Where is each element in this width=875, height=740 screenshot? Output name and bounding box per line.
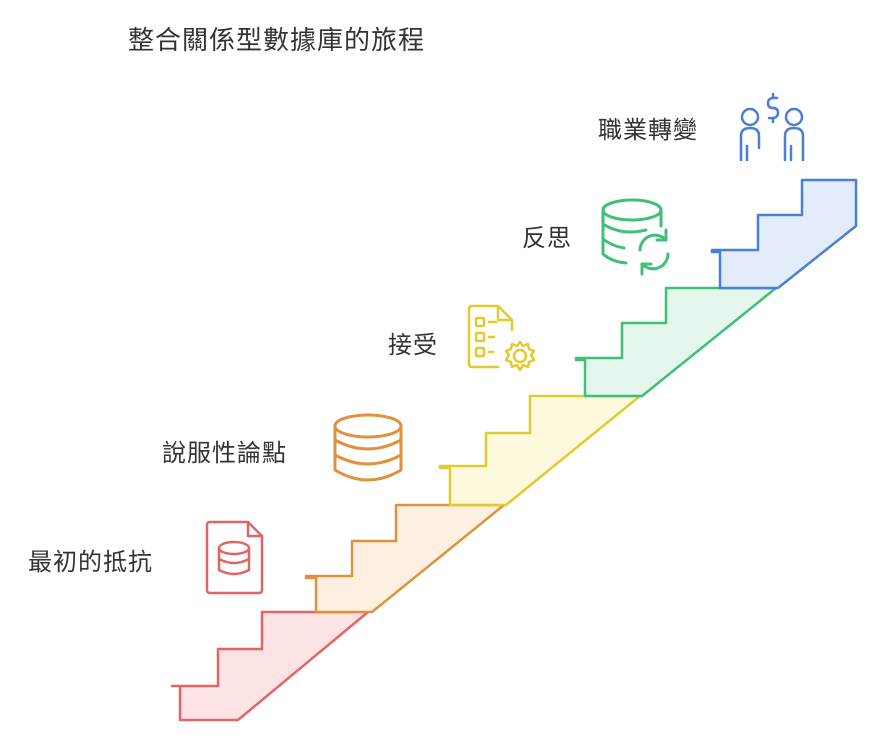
- stair-segment-3: [438, 394, 642, 507]
- stair-segment-2: [304, 503, 506, 614]
- database-icon: [333, 413, 403, 482]
- checklist-gear-icon: [467, 304, 536, 372]
- step-label-acceptance: 接受: [388, 331, 438, 359]
- database-refresh-icon: [601, 198, 670, 276]
- step-label-reflection: 反思: [522, 224, 572, 252]
- diagram-title: 整合關係型數據庫的旅程: [128, 26, 426, 56]
- stair-segment-1: [170, 610, 370, 722]
- stair-segment-5: [710, 178, 858, 290]
- step-label-career-shift: 職業轉變: [598, 116, 698, 144]
- step-label-persuasive-arguments: 說服性論點: [162, 439, 287, 467]
- people-money-icon: [739, 92, 805, 162]
- database-file-icon: [205, 520, 264, 595]
- step-label-initial-resistance: 最初的抵抗: [28, 548, 153, 576]
- stair-segment-4: [574, 286, 778, 398]
